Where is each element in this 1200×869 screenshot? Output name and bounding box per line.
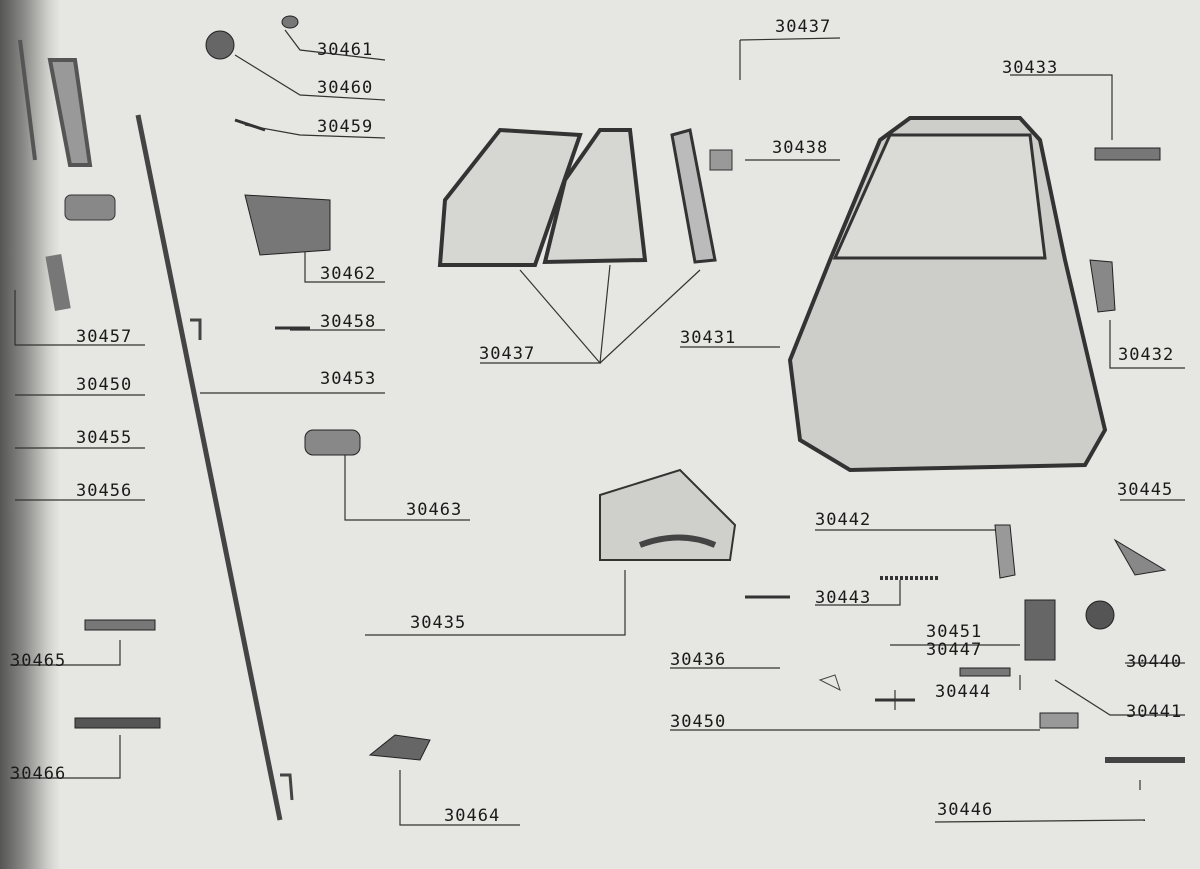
label-30445: 30445 <box>1117 480 1174 500</box>
label-30437: 30437 <box>479 344 536 364</box>
label-30465: 30465 <box>10 651 67 671</box>
scan-edge-shadow <box>0 0 60 869</box>
label-30450-left: 30450 <box>76 375 133 395</box>
label-30450-right: 30450 <box>670 712 727 732</box>
label-30455: 30455 <box>76 428 133 448</box>
label-30460: 30460 <box>317 78 374 98</box>
label-30435: 30435 <box>410 613 467 633</box>
label-30440: 30440 <box>1126 652 1183 672</box>
label-30447: 30447 <box>926 640 983 660</box>
label-30436: 30436 <box>670 650 727 670</box>
label-30441: 30441 <box>1126 702 1183 722</box>
label-30438: 30438 <box>772 138 829 158</box>
label-30458: 30458 <box>320 312 377 332</box>
label-30443: 30443 <box>815 588 872 608</box>
label-30463: 30463 <box>406 500 463 520</box>
label-30444: 30444 <box>935 682 992 702</box>
label-30437-top: 30437 <box>775 17 832 37</box>
label-30433: 30433 <box>1002 58 1059 78</box>
label-30462: 30462 <box>320 264 377 284</box>
label-30453: 30453 <box>320 369 377 389</box>
label-30461: 30461 <box>317 40 374 60</box>
label-30457-left: 30457 <box>76 327 133 347</box>
label-30466: 30466 <box>10 764 67 784</box>
label-30431: 30431 <box>680 328 737 348</box>
label-30456: 30456 <box>76 481 133 501</box>
label-30432: 30432 <box>1118 345 1175 365</box>
label-30459: 30459 <box>317 117 374 137</box>
label-30464: 30464 <box>444 806 501 826</box>
label-30446: 30446 <box>937 800 994 820</box>
label-30442: 30442 <box>815 510 872 530</box>
label-30451: 30451 <box>926 622 983 642</box>
